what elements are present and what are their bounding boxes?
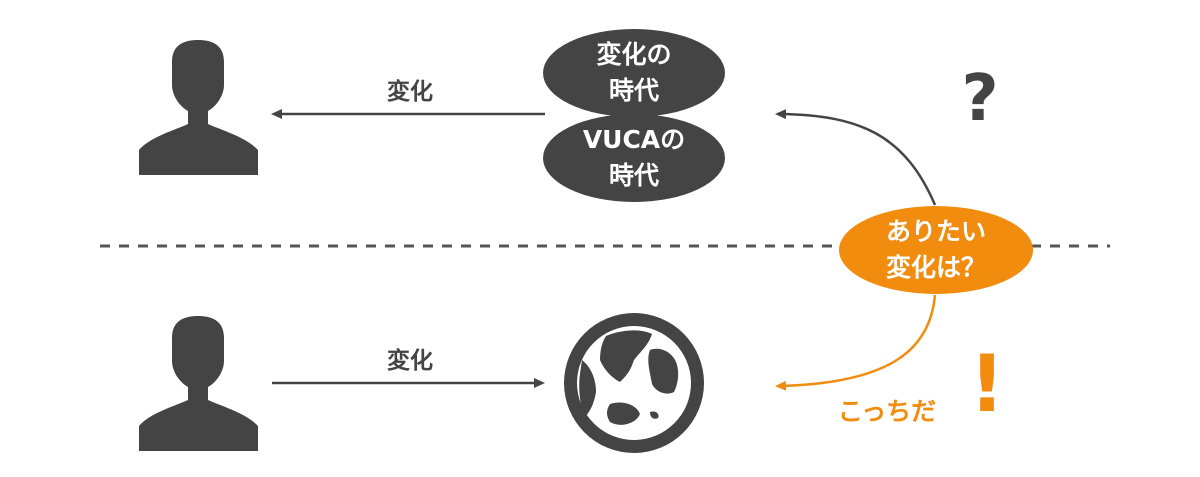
ideal-change-text: ありたい 変化は？ xyxy=(885,217,986,282)
curved-arrow-down xyxy=(775,294,937,391)
era-change-text: 変化の 時代 xyxy=(596,40,672,105)
era-ellipse-change xyxy=(543,29,725,117)
era-ellipse-vuca xyxy=(543,114,725,202)
exclamation-mark: ! xyxy=(969,340,1005,430)
callout-text: こっちだ xyxy=(837,397,937,426)
curved-arrow-up xyxy=(775,109,937,206)
top-person-icon xyxy=(139,40,258,175)
bottom-person-icon xyxy=(139,316,258,451)
ideal-change-bubble xyxy=(839,206,1033,294)
question-mark: ? xyxy=(961,62,999,136)
globe-icon xyxy=(564,313,704,453)
top-arrow-label: 変化 xyxy=(387,79,433,105)
bottom-arrow-label: 変化 xyxy=(387,348,433,374)
era-vuca-text: VUCAの 時代 xyxy=(582,125,686,190)
